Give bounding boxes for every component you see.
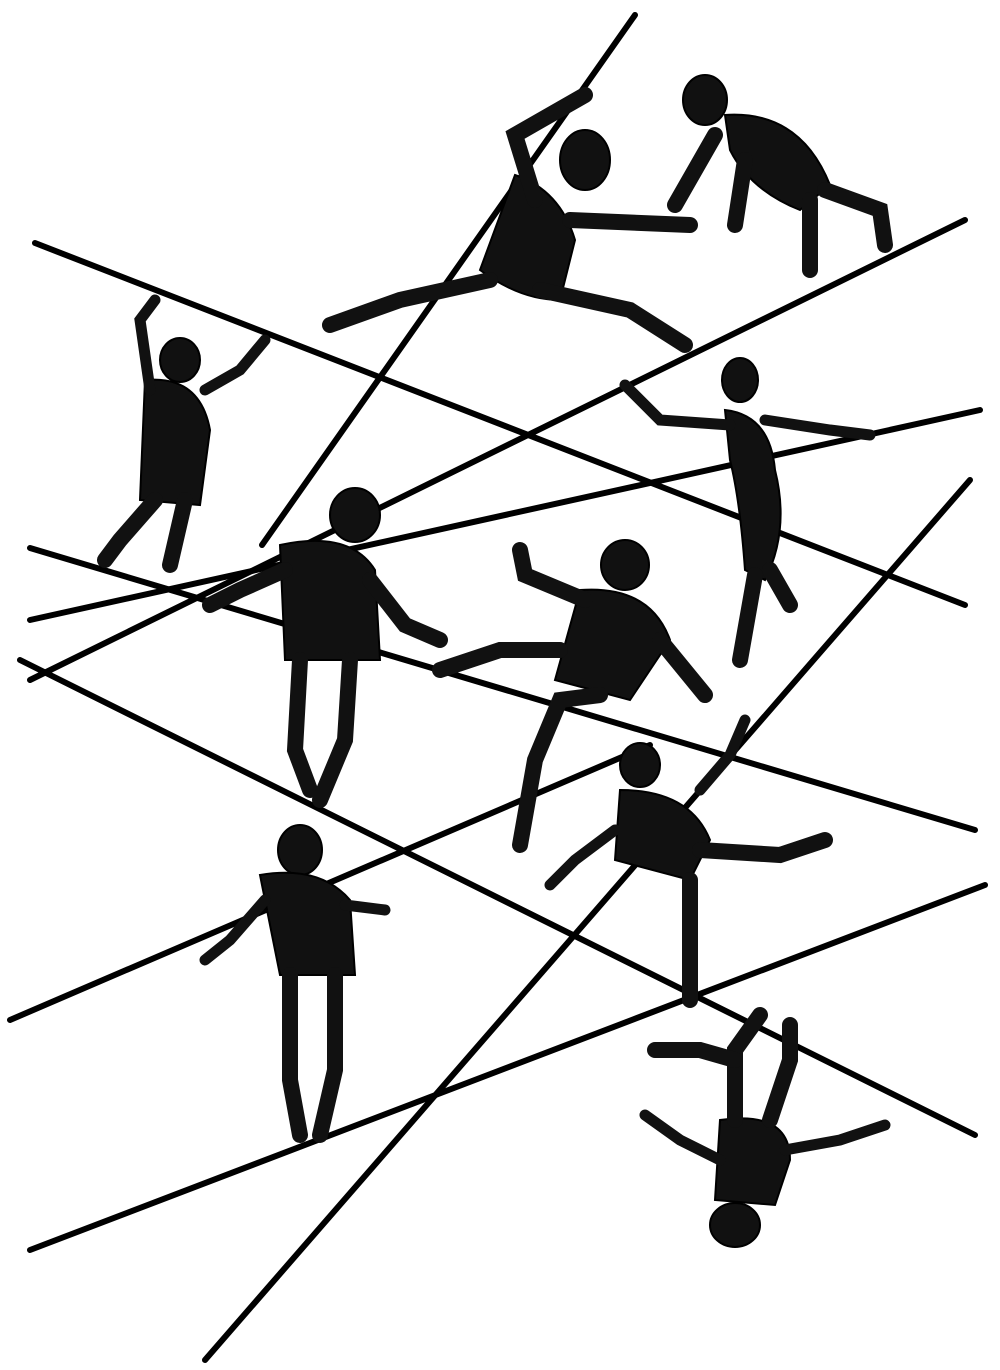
rope (27, 545, 978, 833)
figure-upside-down-acrobat (639, 1007, 891, 1248)
figure-falling-tumbler (544, 714, 833, 1008)
figure-pole-climber (322, 87, 698, 353)
rope (27, 882, 988, 1253)
figure-center-walker (202, 487, 448, 808)
figure-left-balancer (97, 294, 271, 573)
rope (27, 217, 968, 683)
figure-kneeling-climber (432, 539, 713, 853)
rope (17, 657, 978, 1138)
rope (202, 477, 973, 1363)
figure-dancer (619, 357, 876, 668)
ropes (7, 12, 988, 1363)
figure-reaching-acrobat (667, 74, 893, 278)
rope (32, 240, 968, 608)
rope (27, 407, 983, 623)
figure-lower-walker (199, 824, 391, 1143)
